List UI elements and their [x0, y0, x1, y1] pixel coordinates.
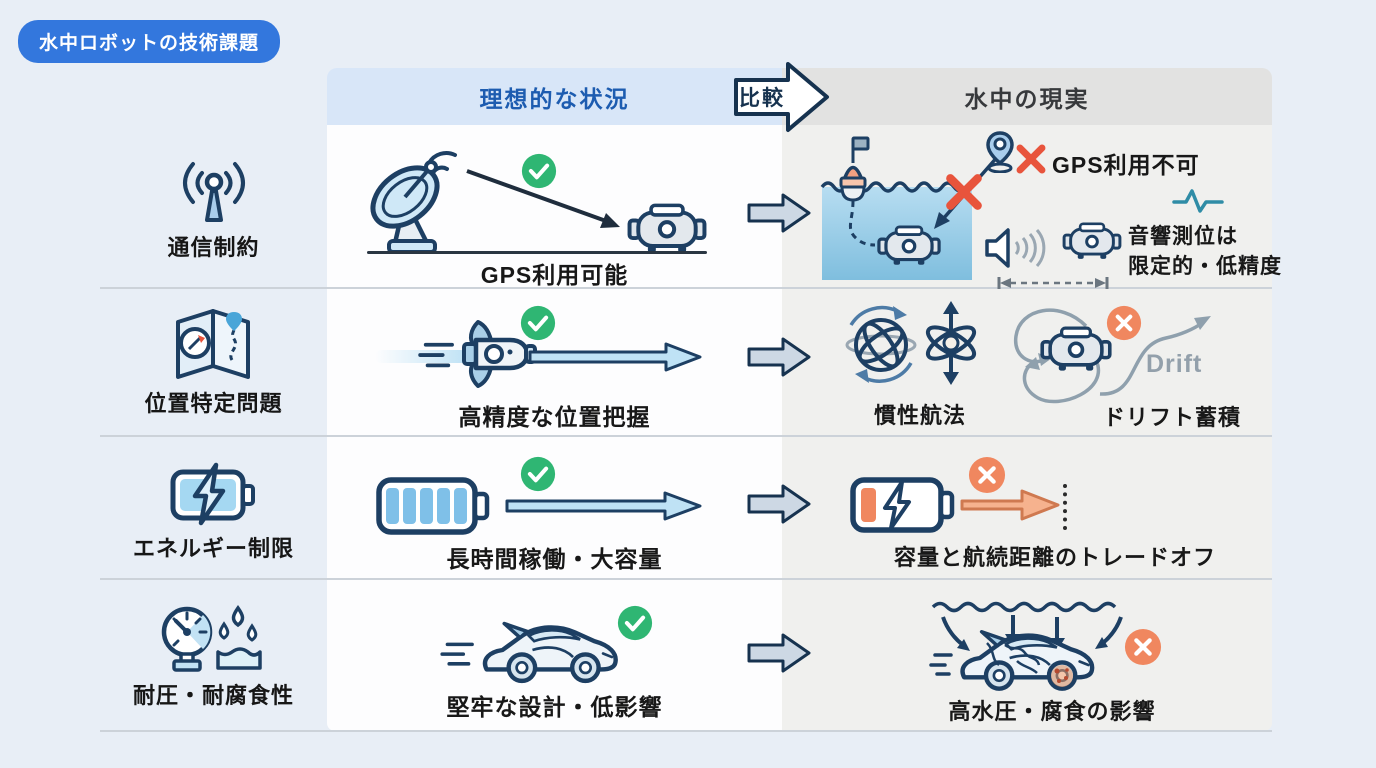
- long-range-arrow: [505, 491, 702, 521]
- compare-block-arrow: [747, 633, 811, 673]
- x-badge-icon: [1124, 628, 1162, 666]
- row-label-energy: エネルギー制限: [132, 536, 294, 561]
- straight-path-arrow: [528, 342, 702, 372]
- range-measure-line: [997, 277, 1109, 289]
- caption-robust-design: 堅牢な設計・低影響: [446, 694, 663, 720]
- rov-icon: [627, 203, 707, 254]
- caption-drift-accumulation: ドリフト蓄積: [1102, 405, 1241, 430]
- range-limit-line: [1063, 484, 1067, 530]
- caption-acoustic: 音響測位は 限定的・低精度: [1128, 222, 1282, 282]
- caption-gps-available: GPS利用可能: [480, 262, 629, 288]
- row-divider: [100, 730, 1272, 732]
- satellite-dish-icon: [370, 151, 457, 254]
- header-reality: 水中の現実: [782, 68, 1272, 125]
- gyroscope-icon: [845, 305, 917, 383]
- pulse-icon: [1172, 189, 1224, 213]
- row-divider: [100, 435, 1272, 437]
- caption-inertial-nav: 慣性航法: [873, 403, 966, 428]
- row-label-communication: 通信制約: [167, 235, 260, 260]
- gps-signal-arrow: [466, 169, 620, 228]
- battery-full-icon: [376, 477, 490, 535]
- rov-icon: [1062, 222, 1122, 260]
- short-range-arrow: [960, 489, 1060, 521]
- battery-low-icon: [850, 477, 955, 533]
- speaker-icon: [985, 228, 1046, 268]
- drift-swirl-scene: [1014, 308, 1211, 404]
- vehicle-icon: [476, 612, 626, 688]
- ground-line: [367, 251, 707, 254]
- header-ideal: 理想的な状況: [327, 68, 782, 125]
- gps-pin-icon: [986, 131, 1014, 173]
- antenna-icon: [183, 162, 245, 222]
- underwater-scene: [820, 136, 1001, 280]
- row-divider: [100, 287, 1272, 289]
- caption-long-endurance: 長時間稼働・大容量: [446, 546, 663, 572]
- accelerometer-icon: [925, 301, 977, 385]
- label-drift: Drift: [1146, 350, 1203, 378]
- speed-lines-icon: [418, 340, 456, 372]
- label-gps-unavailable: GPS利用不可: [1052, 152, 1200, 178]
- x-badge-icon: [1106, 305, 1142, 341]
- torpedo-icon: [462, 320, 537, 388]
- speed-lines-icon: [440, 640, 476, 670]
- compare-block-arrow: [747, 484, 811, 524]
- check-icon: [520, 305, 556, 341]
- compare-arrow-shape: [734, 62, 829, 132]
- check-icon: [520, 456, 556, 492]
- red-x-icon: [1014, 142, 1048, 176]
- pressure-gauge-corrosion-icon: [161, 604, 262, 672]
- compare-block-arrow: [747, 193, 811, 233]
- check-icon: [617, 605, 653, 641]
- row-divider: [100, 578, 1272, 580]
- caption-capacity-tradeoff: 容量と航続距離のトレードオフ: [893, 545, 1216, 570]
- page-title: 水中ロボットの技術課題: [18, 20, 281, 63]
- caption-precise-position: 高精度な位置把握: [458, 404, 651, 430]
- caption-acoustic-line2: 限定的・低精度: [1128, 255, 1282, 278]
- row-label-positioning: 位置特定問題: [144, 391, 283, 416]
- battery-charge-icon: [170, 462, 255, 526]
- caption-acoustic-line1: 音響測位は: [1128, 225, 1238, 248]
- compare-block-arrow: [747, 337, 811, 377]
- map-icon: [176, 309, 250, 379]
- row-label-durability: 耐圧・耐腐食性: [132, 683, 294, 708]
- caption-pressure-corrosion: 高水圧・腐食の影響: [948, 699, 1156, 724]
- pressure-corrosion-scene: [929, 601, 1123, 695]
- compare-label: 比較: [739, 87, 785, 110]
